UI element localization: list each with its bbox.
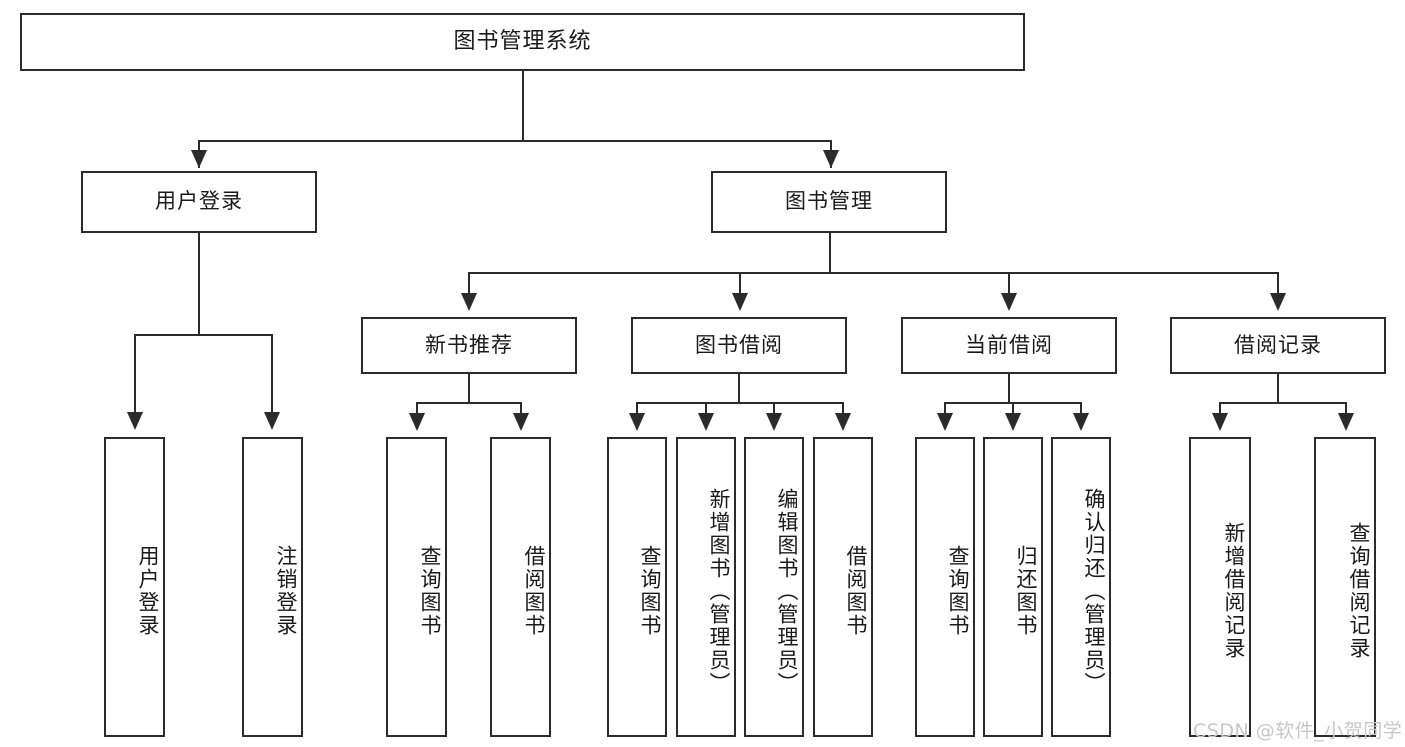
arrow-root-to-book-manage <box>823 150 839 168</box>
node-label: 当前借阅 <box>965 332 1053 357</box>
csdn-watermark: CSDN @软件_小贺同学 <box>1193 716 1402 743</box>
arrow-current-borrow-to-return <box>1005 413 1021 431</box>
connector-book-borrow-stem <box>738 374 740 403</box>
node-label: 查询图书 <box>418 545 442 637</box>
node-new-book-recommend[interactable]: 新书推荐 <box>361 317 577 374</box>
leaf-newbook-borrow-book[interactable]: 借阅图书 <box>490 437 551 737</box>
connector-user-login-stem <box>198 233 200 335</box>
node-label: 查询借阅记录 <box>1347 522 1371 660</box>
node-label: 新书推荐 <box>425 332 513 357</box>
arrow-book-borrow-to-edit <box>766 413 782 431</box>
leaf-borrow-query-book[interactable]: 查询图书 <box>607 437 667 737</box>
node-label: 确认归还（管理员） <box>1082 487 1106 695</box>
arrow-root-to-user-login <box>191 150 207 168</box>
connector-user-login-right <box>271 334 273 419</box>
node-label: 编辑图书（管理员） <box>775 487 799 695</box>
leaf-borrow-add-book[interactable]: 新增图书（管理员） <box>676 437 736 737</box>
arrow-current-borrow-to-query <box>937 413 953 431</box>
leaf-current-query-book[interactable]: 查询图书 <box>915 437 975 737</box>
connector-borrow-record-right <box>1345 402 1347 420</box>
connector-current-borrow-c2 <box>1012 402 1014 420</box>
node-borrow-record[interactable]: 借阅记录 <box>1170 317 1386 374</box>
connector-book-borrow-bus <box>636 402 843 404</box>
connector-user-login-left <box>134 334 136 419</box>
connector-to-current-borrow <box>1008 272 1010 300</box>
node-label: 图书借阅 <box>695 332 783 357</box>
connector-book-manage-bus <box>468 272 1279 274</box>
arrow-user-login-to-login <box>127 412 143 430</box>
leaf-current-return-book[interactable]: 归还图书 <box>983 437 1043 737</box>
arrow-book-borrow-to-borrow <box>835 413 851 431</box>
arrow-new-book-to-borrow <box>513 413 529 431</box>
node-user-login[interactable]: 用户登录 <box>81 171 317 233</box>
connector-new-book-bus <box>416 402 521 404</box>
connector-to-borrow-record <box>1277 272 1279 300</box>
arrow-book-borrow-to-query <box>629 413 645 431</box>
arrow-to-borrow-record <box>1270 293 1286 311</box>
arrow-to-book-borrow <box>732 293 748 311</box>
node-root-system[interactable]: 图书管理系统 <box>20 13 1025 71</box>
arrow-current-borrow-to-confirm <box>1073 413 1089 431</box>
connector-book-borrow-c1 <box>636 402 638 420</box>
connector-to-book-borrow <box>739 272 741 300</box>
node-label: 图书管理 <box>785 189 873 214</box>
connector-root-bus <box>198 140 832 142</box>
node-label: 查询图书 <box>638 545 662 637</box>
connector-book-borrow-c3 <box>773 402 775 420</box>
connector-borrow-record-stem <box>1277 374 1279 403</box>
node-label: 新增图书（管理员） <box>707 487 731 695</box>
connector-current-borrow-stem <box>1008 374 1010 403</box>
node-book-management[interactable]: 图书管理 <box>711 171 947 233</box>
node-label: 借阅记录 <box>1234 332 1322 357</box>
connector-borrow-record-bus <box>1219 402 1346 404</box>
connector-new-book-stem <box>468 374 470 403</box>
leaf-user-login[interactable]: 用户登录 <box>104 437 165 737</box>
leaf-borrow-borrow-book[interactable]: 借阅图书 <box>813 437 873 737</box>
arrow-new-book-to-query <box>409 413 425 431</box>
leaf-newbook-query-book[interactable]: 查询图书 <box>386 437 447 737</box>
node-label: 用户登录 <box>155 189 243 214</box>
arrow-book-borrow-to-add <box>698 413 714 431</box>
arrow-borrow-record-to-query <box>1338 413 1354 431</box>
connector-book-borrow-c2 <box>705 402 707 420</box>
arrow-user-login-to-logout <box>264 412 280 430</box>
node-current-borrow[interactable]: 当前借阅 <box>901 317 1117 374</box>
arrow-to-new-book-recommend <box>461 293 477 311</box>
watermark-text: CSDN @软件_小贺同学 <box>1193 720 1403 742</box>
node-label: 借阅图书 <box>522 545 546 637</box>
connector-new-book-right <box>520 402 522 420</box>
connector-book-manage-stem <box>829 233 831 273</box>
connector-to-new-book <box>468 272 470 300</box>
leaf-user-logout[interactable]: 注销登录 <box>242 437 303 737</box>
connector-current-borrow-c1 <box>944 402 946 420</box>
leaf-borrow-edit-book[interactable]: 编辑图书（管理员） <box>744 437 804 737</box>
arrow-borrow-record-to-add <box>1212 413 1228 431</box>
node-label: 归还图书 <box>1014 545 1038 637</box>
connector-book-borrow-c4 <box>842 402 844 420</box>
node-label: 图书管理系统 <box>453 28 592 54</box>
connector-user-login-bus <box>134 334 272 336</box>
leaf-record-add-record[interactable]: 新增借阅记录 <box>1189 437 1251 737</box>
connector-root-stem <box>522 71 524 141</box>
arrow-to-current-borrow <box>1001 293 1017 311</box>
node-book-borrow[interactable]: 图书借阅 <box>631 317 847 374</box>
connector-current-borrow-c3 <box>1080 402 1082 420</box>
node-label: 用户登录 <box>136 545 160 637</box>
leaf-current-confirm-return[interactable]: 确认归还（管理员） <box>1051 437 1111 737</box>
leaf-record-query-record[interactable]: 查询借阅记录 <box>1314 437 1376 737</box>
node-label: 借阅图书 <box>844 545 868 637</box>
node-label: 注销登录 <box>274 545 298 637</box>
node-label: 查询图书 <box>946 545 970 637</box>
connector-borrow-record-left <box>1219 402 1221 420</box>
connector-new-book-left <box>416 402 418 420</box>
node-label: 新增借阅记录 <box>1222 522 1246 660</box>
